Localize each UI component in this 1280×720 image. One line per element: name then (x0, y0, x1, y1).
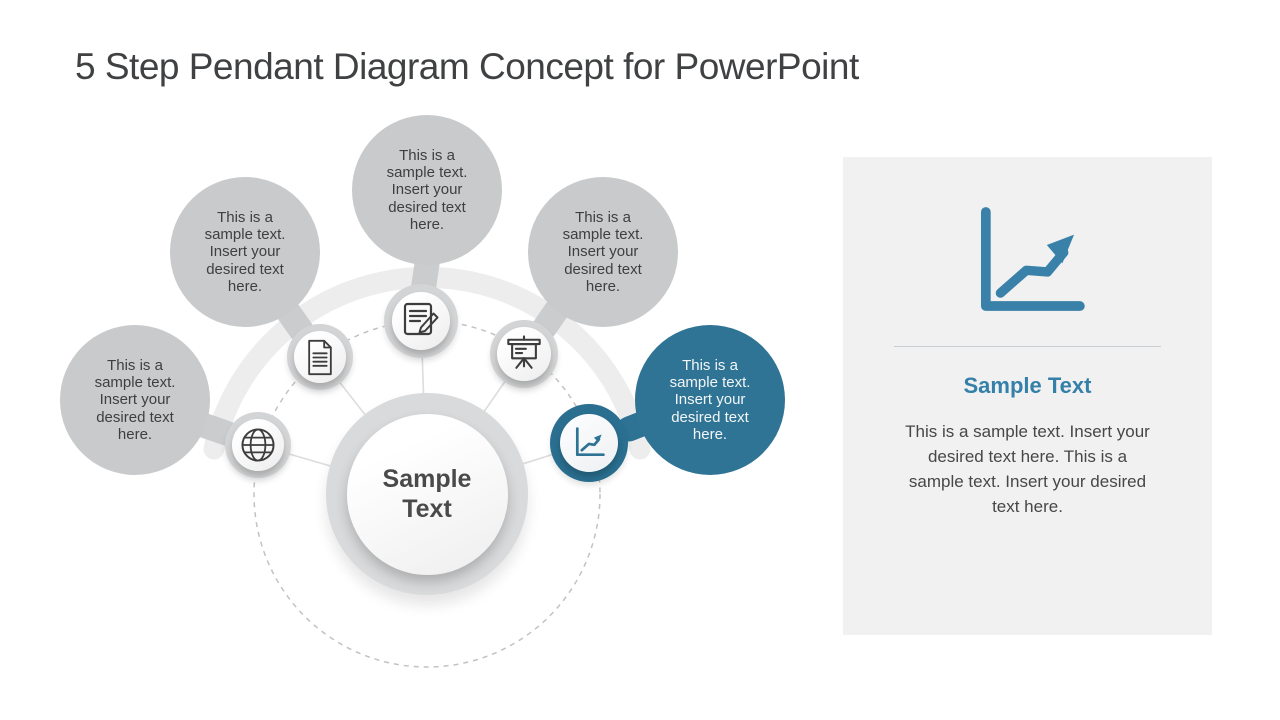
step-bubble-4: This is a sample text. Insert your desir… (528, 177, 678, 327)
step-1-icon-circle (225, 412, 291, 478)
step-bubble-3: This is a sample text. Insert your desir… (352, 115, 502, 265)
line-chart-icon (980, 207, 1085, 311)
panel-icon-wrap (843, 199, 1212, 319)
step-bubble-4-text: This is a sample text. Insert your desir… (562, 209, 644, 295)
presentation-board-icon (507, 335, 541, 369)
document-icon (308, 339, 332, 375)
step-2-icon-circle (287, 324, 353, 390)
step-3-icon-circle (384, 284, 458, 358)
step-bubble-5-highlighted: This is a sample text. Insert your desir… (635, 325, 785, 475)
slide-title: 5 Step Pendant Diagram Concept for Power… (75, 46, 859, 87)
detail-panel: Sample Text This is a sample text. Inser… (843, 157, 1212, 635)
step-bubble-2: This is a sample text. Insert your desir… (170, 177, 320, 327)
step-4-icon-circle (490, 320, 558, 388)
note-edit-icon (403, 302, 439, 336)
step-bubble-1: This is a sample text. Insert your desir… (60, 325, 210, 475)
panel-heading: Sample Text (963, 373, 1092, 398)
step-5-icon-circle (550, 404, 628, 482)
center-circle-label: Sample Text (382, 464, 472, 524)
step-bubble-2-text: This is a sample text. Insert your desir… (204, 209, 286, 295)
line-chart-icon (575, 427, 605, 457)
panel-body-text: This is a sample text. Insert your desir… (905, 422, 1150, 516)
step-bubble-3-text: This is a sample text. Insert your desir… (386, 147, 468, 233)
panel-divider (894, 346, 1161, 347)
step-bubble-1-text: This is a sample text. Insert your desir… (94, 357, 176, 443)
step-bubble-5-text: This is a sample text. Insert your desir… (669, 357, 751, 443)
globe-icon (241, 428, 275, 462)
center-circle: Sample Text (326, 393, 528, 595)
